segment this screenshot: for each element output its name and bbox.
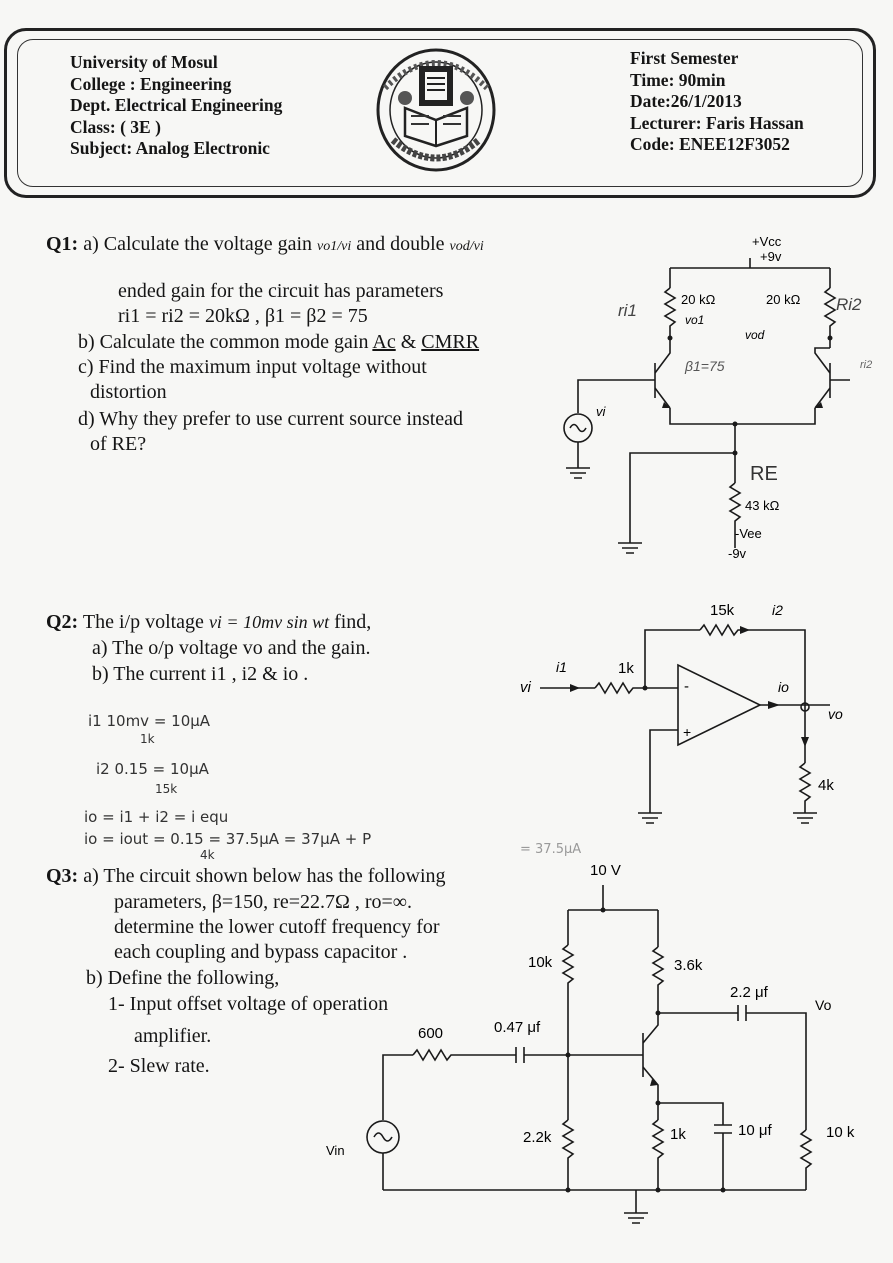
q2-hand-line1: i1 10mv = 10μA — [88, 712, 211, 730]
q2-plus-sign: + — [683, 724, 691, 740]
university-seal-icon — [376, 48, 496, 172]
q3-vo-label: Vo — [815, 997, 832, 1013]
q3-r1-label: 10k — [528, 954, 553, 971]
q1-part-a-line1: Q1: a) Calculate the voltage gain vo1/vi… — [46, 232, 484, 259]
q1-b-ac: Ac — [372, 331, 396, 353]
q3-item1-line1: 1- Input offset voltage of operation — [108, 993, 389, 1015]
q2-hand-line1-den: 1k — [140, 732, 155, 746]
q3-rl-label: 10 k — [826, 1124, 855, 1141]
q1-part-d-line2: of RE? — [90, 433, 147, 455]
q1-part-d-line1: d) Why they prefer to use current source… — [78, 408, 464, 430]
q3-cout-label: 2.2 μf — [730, 984, 769, 1001]
q1-and-double: and double — [356, 233, 445, 255]
header-left-block: University of Mosul College : Engineerin… — [70, 52, 282, 160]
q1-label: Q1: — [46, 233, 79, 255]
q2-line1-suffix: find, — [334, 611, 372, 633]
q3-re-label: 1k — [670, 1126, 686, 1143]
q2-minus-sign: - — [684, 678, 689, 695]
q2-line1: Q2: The i/p voltage vi = 10mv sin wt fin… — [46, 610, 371, 635]
q3-ce-label: 10 μf — [738, 1122, 772, 1139]
q1-vo1-label: vo1 — [685, 313, 704, 327]
q1-vee-value: -9v — [728, 546, 747, 561]
q1-diff-amp-circuit: +Vcc +9v 20 kΩ 20 kΩ vo1 vod vi 43 kΩ -V… — [563, 234, 872, 561]
q1-hw-note: ri2 — [860, 359, 872, 371]
q3-rs-label: 600 — [418, 1025, 443, 1042]
q2-rf-label: 15k — [710, 602, 735, 619]
q1-part-c-line1: c) Find the maximum input voltage withou… — [78, 356, 427, 378]
q2-input-expression: vi = 10mv sin wt — [208, 612, 330, 632]
q2-hand-line5: = 37.5μA — [520, 842, 582, 857]
q1-vod-label: vod — [745, 328, 765, 342]
q2-part-b: b) The current i1 , i2 & io . — [92, 663, 309, 685]
q3-part-a-line3: determine the lower cutoff frequency for — [114, 916, 440, 938]
q3-item1-line2: amplifier. — [134, 1025, 212, 1047]
q2-r1-label: 1k — [618, 660, 634, 677]
semester: First Semester — [630, 48, 739, 68]
q2-hand-line4-den: 4k — [200, 848, 215, 862]
q1-b-and: & — [400, 331, 417, 353]
q1-hw-beta: β1=75 — [684, 358, 725, 374]
q1-b-text: b) Calculate the common mode gain — [78, 331, 369, 353]
lecturer: Lecturer: Faris Hassan — [630, 112, 804, 133]
q1-vcc-value: +9v — [760, 249, 782, 264]
exam-time: Time: 90min — [630, 69, 726, 90]
q2-i1-label: i1 — [556, 659, 567, 675]
q1-a-text: a) Calculate the voltage gain — [83, 233, 313, 255]
q1-hw-re: RE — [750, 463, 778, 485]
q1-vi-label: vi — [596, 404, 607, 419]
q2-hand-line2-den: 15k — [155, 782, 178, 796]
q1-part-a-line3: ri1 = ri2 = 20kΩ , β1 = β2 = 75 — [118, 305, 368, 327]
q2-rl-label: 4k — [818, 777, 834, 794]
q3-r2-label: 2.2k — [523, 1129, 552, 1146]
q2-vi-label: vi — [520, 679, 532, 696]
q3-ce-amplifier-circuit: 10 V 10k 3.6k 2.2 μf Vo 600 0.47 μf 2.2k… — [326, 862, 855, 1224]
q2-part-a: a) The o/p voltage vo and the gain. — [92, 637, 371, 659]
course-code: Code: ENEE12F3052 — [630, 134, 790, 154]
q3-vin-label: Vin — [326, 1143, 345, 1158]
q2-hand-line2: i2 0.15 = 10μA — [96, 760, 209, 778]
q1-gain-double: vod/vi — [449, 239, 484, 254]
q1-vee-label: -Vee — [735, 526, 762, 541]
q1-b-cmrr: CMRR — [421, 331, 480, 353]
exam-date: Date:26/1/2013 — [630, 91, 742, 111]
q3-item2: 2- Slew rate. — [108, 1055, 210, 1077]
q3-a-text: a) The circuit shown below has the follo… — [83, 865, 446, 887]
q1-hw-ri1: ri1 — [618, 301, 637, 320]
q2-io-label: io — [778, 679, 789, 695]
q3-cin-label: 0.47 μf — [494, 1019, 541, 1036]
q1-hw-ri2: Ri2 — [836, 295, 862, 314]
q3-part-a-line4: each coupling and bypass capacitor . — [114, 941, 408, 963]
q3-part-a-line1: Q3: a) The circuit shown below has the f… — [46, 864, 446, 889]
header-right-block: First Semester Time: 90min Date:26/1/201… — [630, 48, 804, 156]
q1-part-a-line2: ended gain for the circuit has parameter… — [118, 280, 444, 302]
college-name: College : Engineering — [70, 73, 232, 94]
q1-part-c-line2: distortion — [90, 381, 167, 403]
q1-rc1-label: 20 kΩ — [681, 292, 716, 307]
subject-name: Subject: Analog Electronic — [70, 138, 270, 158]
header-frame-inner — [17, 39, 863, 187]
department-name: Dept. Electrical Engineering — [70, 95, 283, 115]
q2-label: Q2: — [46, 611, 79, 633]
q2-vo-label: vo — [828, 706, 843, 722]
header-frame — [4, 28, 876, 198]
q2-inverting-amp-circuit: 15k i2 1k i1 vi io vo 4k - + — [520, 602, 843, 824]
university-name: University of Mosul — [70, 52, 218, 72]
class-name: Class: ( 3E ) — [70, 116, 161, 137]
q2-hand-line3: io = i1 + i2 = i equ — [84, 808, 229, 826]
q1-part-b: b) Calculate the common mode gain Ac & C… — [78, 330, 479, 355]
q3-label: Q3: — [46, 865, 79, 887]
q3-part-a-line2: parameters, β=150, re=22.7Ω , ro=∞. — [114, 891, 413, 913]
q1-gain-single: vo1/vi — [317, 239, 352, 254]
q3-vcc-label: 10 V — [590, 862, 621, 879]
q3-rc-label: 3.6k — [674, 957, 703, 974]
q2-line1-prefix: The i/p voltage — [82, 611, 204, 633]
q2-hand-line4: io = iout = 0.15 = 37.5μA = 37μA + P — [84, 830, 372, 848]
q1-rc2-label: 20 kΩ — [766, 292, 801, 307]
q3-part-b: b) Define the following, — [86, 967, 280, 989]
q1-vcc-label: +Vcc — [752, 234, 782, 249]
q2-i2-label: i2 — [772, 602, 783, 618]
q1-re-label: 43 kΩ — [745, 498, 780, 513]
